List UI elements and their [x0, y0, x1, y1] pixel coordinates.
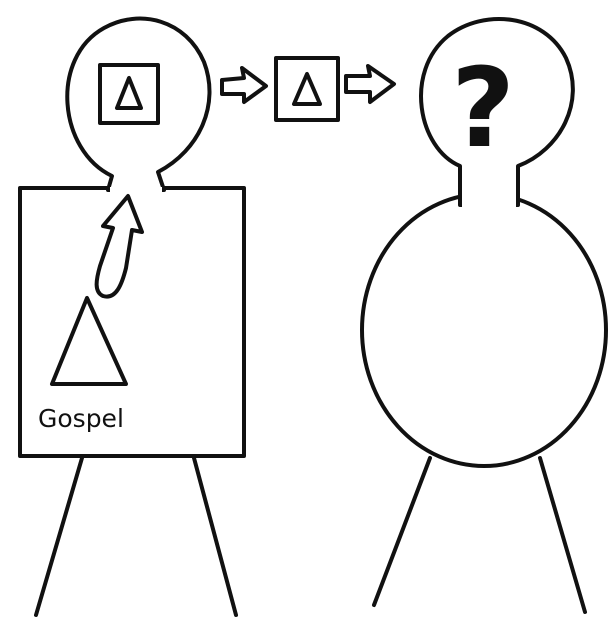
transfer-box-triangle [294, 74, 320, 104]
right-figure-right-leg [540, 458, 585, 612]
transfer-chain [222, 58, 394, 120]
right-figure-body [362, 194, 606, 466]
right-figure-left-leg [374, 458, 430, 605]
right-figure: ? [362, 19, 606, 612]
hollow-right-arrow-icon [222, 68, 266, 102]
left-figure-right-leg [194, 458, 236, 615]
gospel-label: Gospel [38, 404, 124, 433]
question-mark-icon: ? [451, 44, 515, 172]
transfer-box-square [276, 58, 338, 120]
hollow-right-arrow-icon [346, 66, 394, 102]
left-figure: Gospel [20, 19, 244, 615]
left-figure-left-leg [36, 458, 82, 615]
triangle-in-square-icon [276, 58, 338, 120]
